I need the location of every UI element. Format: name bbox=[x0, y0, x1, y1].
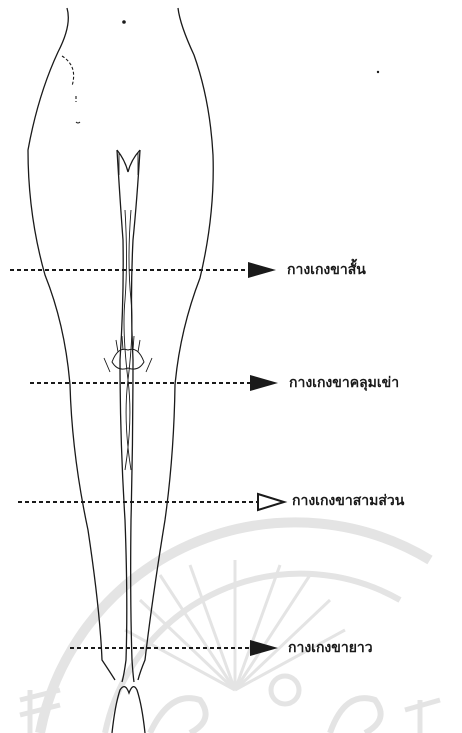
label-three-quarter: กางเกงขาสามส่วน bbox=[292, 490, 404, 512]
label-long-pants: กางเกงขายาว bbox=[288, 637, 373, 659]
navel-dot bbox=[122, 20, 126, 24]
right-leg-inner-line bbox=[131, 150, 140, 682]
shorts-arrow bbox=[10, 262, 276, 278]
body-outline bbox=[28, 8, 213, 733]
three-quarter-arrow bbox=[18, 494, 284, 510]
right-leg-outer-line bbox=[138, 8, 213, 680]
label-shorts: กางเกงขาสั้น bbox=[287, 259, 366, 281]
watermark-seal bbox=[20, 522, 440, 733]
label-knee-length: กางเกงขาคลุมเข่า bbox=[289, 372, 399, 394]
knee-arrow bbox=[30, 375, 278, 391]
left-leg-outer-line bbox=[28, 8, 115, 680]
left-leg-inner-line bbox=[117, 150, 127, 682]
knee-detail bbox=[112, 349, 144, 369]
